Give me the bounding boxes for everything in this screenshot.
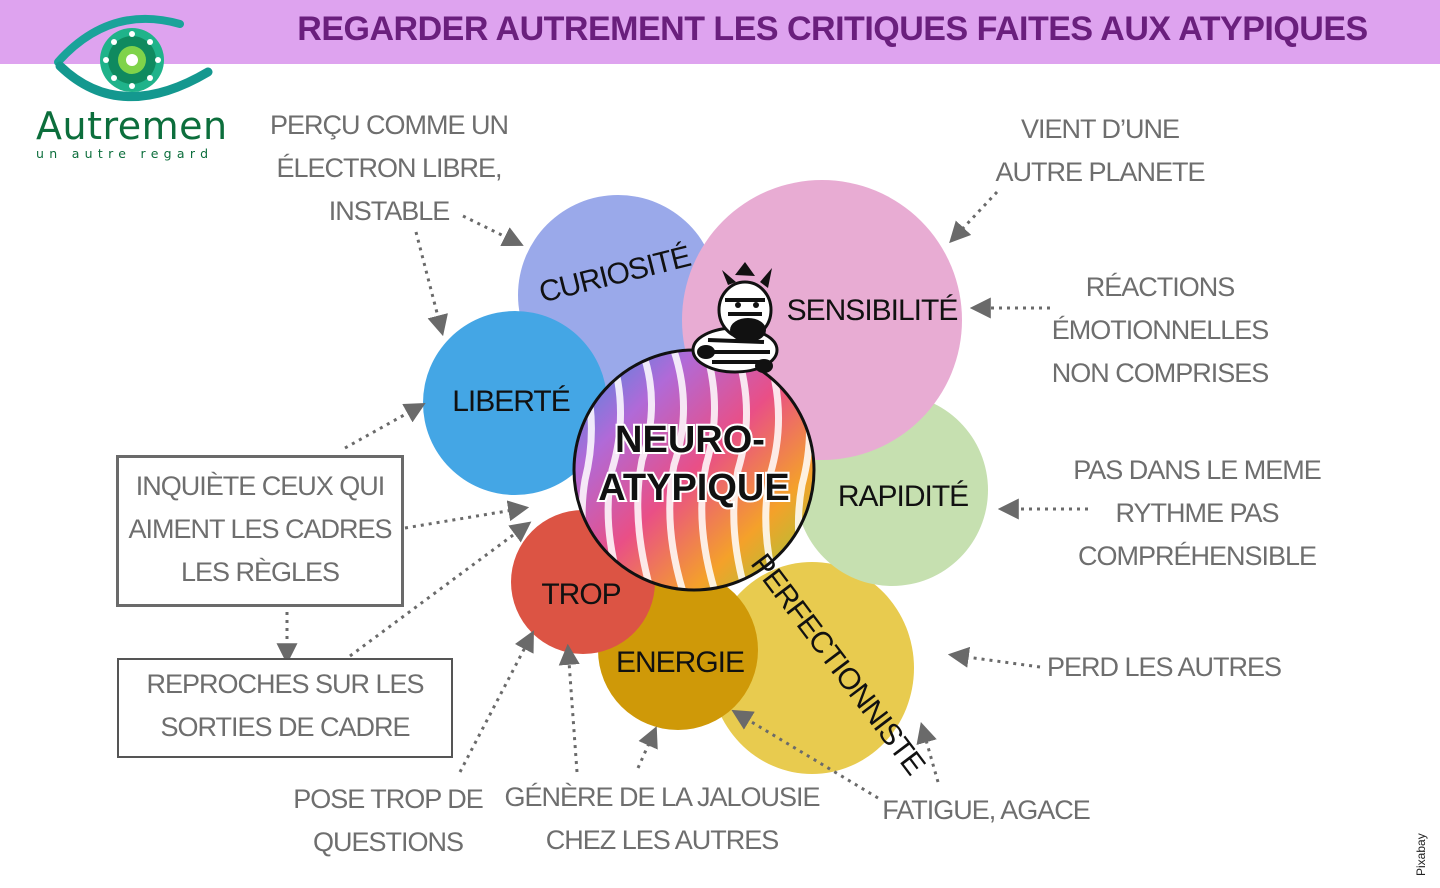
label-trop: TROP (541, 578, 620, 611)
label-sensibilite: SENSIBILITÉ (787, 294, 958, 327)
arrow-electron-liberte (414, 231, 448, 337)
brand-name: Autremen (36, 104, 228, 148)
image-credit: Pixabay (1414, 833, 1428, 876)
box-reproches (117, 658, 453, 758)
arrow-questions-trop (458, 630, 534, 773)
box-inquiete (116, 455, 404, 607)
center-label-line1: NEURO- (615, 419, 765, 461)
note-fatigue: FATIGUE, AGACE (882, 795, 1091, 825)
arrow-reproches-center (349, 521, 532, 658)
arrow-inquiete-center (404, 500, 530, 530)
header-bar: REGARDER AUTREMENT LES CRITIQUES FAITES … (0, 0, 1440, 64)
arrow-jalousie-energie (636, 726, 658, 769)
label-liberte: LIBERTÉ (452, 385, 570, 418)
zebra-mascot-icon (691, 262, 779, 374)
label-rapidite: RAPIDITÉ (838, 480, 968, 513)
arrow-fatigue-perfectionniste (916, 721, 940, 783)
center-label-line2: ATYPIQUE (598, 467, 789, 509)
arrow-inquiete-liberte (344, 402, 426, 450)
arrow-perd-perfectionniste (947, 646, 1041, 669)
brand-tagline: un autre regard (36, 146, 214, 161)
label-energie: ENERGIE (616, 646, 744, 679)
petal-liberte (423, 311, 607, 495)
eye-logo-icon (54, 14, 213, 101)
arrow-planete-sensibilite (949, 190, 999, 244)
arrow-jalousie-trop (558, 643, 580, 773)
arrow-electron-curiosite (462, 214, 524, 247)
note-perd-les-autres: PERD LES AUTRES (1046, 652, 1282, 682)
page-title: REGARDER AUTREMENT LES CRITIQUES FAITES … (297, 10, 1368, 48)
petal-perfectionniste (710, 562, 914, 774)
